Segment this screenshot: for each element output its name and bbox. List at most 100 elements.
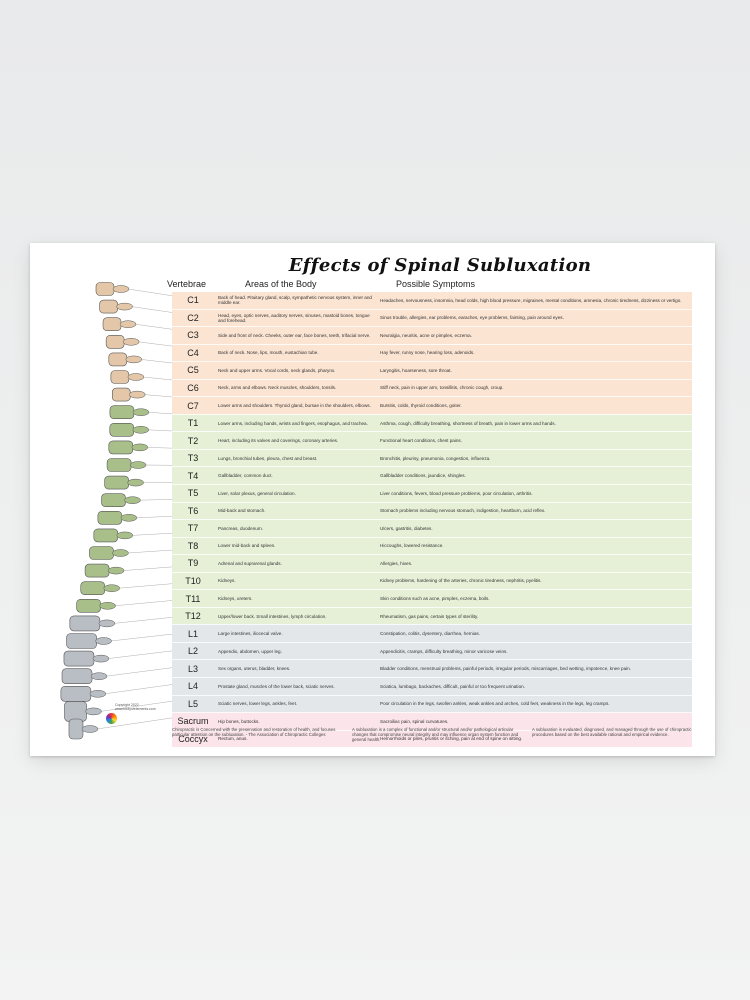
symptoms-cell: Appendicitis, cramps, difficulty breathi… (380, 648, 508, 654)
vertebra-label: L2 (187, 646, 198, 657)
vertebra-bone (60, 685, 92, 702)
vertebra-bone (84, 563, 110, 578)
vertebra-label: T2 (187, 435, 199, 446)
body-area-cell: Adrenal and suprarenal glands. (218, 560, 282, 566)
body-area-cell: Pancreas, duodenum. (218, 525, 263, 531)
vertebra-bone (101, 493, 126, 507)
table-row: T12 Upper/lower back. Small intestines, l… (172, 606, 692, 625)
spinous-process (119, 320, 137, 328)
vertebra-bone (106, 458, 132, 472)
symptoms-cell: Sinus trouble, allergies, ear problems, … (380, 315, 564, 321)
spinous-process (116, 531, 134, 540)
vertebra-bone (80, 581, 106, 596)
table-row: C5 Neck and upper arms. Vocal cords, neck… (172, 361, 692, 379)
spinous-process (112, 285, 130, 293)
symptoms-cell: Bladder conditions, menstrual problems, … (380, 666, 632, 672)
vertebra-bone (93, 528, 119, 543)
vertebra-bone (109, 405, 135, 419)
vertebra-label: C1 (187, 295, 199, 306)
vertebra-bone (110, 370, 130, 384)
symptoms-cell: Hay fever, runny nose, hearing loss, ade… (380, 350, 475, 356)
spinous-process (81, 725, 99, 733)
vertebra-label: T9 (187, 558, 199, 569)
symptoms-cell: Neuralgia, neuritis, acne or pimples, ec… (380, 332, 472, 338)
header-symptoms: Possible Symptoms (396, 279, 476, 289)
spinous-process (107, 566, 125, 575)
body-area-cell: Prostate gland, muscles of the lower bac… (218, 683, 335, 689)
vertebra-label: T11 (185, 593, 201, 604)
spinous-process (116, 302, 133, 311)
symptoms-cell: Hemorrhoids or piles, pruritis or itchin… (380, 736, 523, 742)
spinous-process (125, 355, 143, 364)
spinous-process (90, 672, 108, 680)
poster-title: Effects of Spinal Subluxation (288, 255, 592, 276)
body-area-cell: Neck, arms and elbows. Neck muscles, sho… (218, 385, 337, 391)
vertebra-label: T3 (187, 453, 199, 464)
header-areas: Areas of the Body (245, 279, 317, 289)
body-area-cell: Sciatic nerves, lower legs, ankles, feet… (218, 701, 298, 707)
body-area-cell: Lower arms, including hands, wrists and … (218, 420, 368, 426)
vertebra-label: C5 (187, 365, 199, 376)
spinous-process (127, 478, 144, 487)
symptoms-cell: Stomach problems including nervous stoma… (380, 508, 546, 514)
vertebra-bone (108, 352, 128, 367)
vertebra-label: L4 (187, 681, 198, 692)
table-row: L5 Sciatic nerves, lower legs, ankles, fe… (172, 694, 692, 713)
table-row: L4 Prostate gland, muscles of the lower b… (172, 677, 692, 695)
body-area-cell: Back of head. Pituitary gland, scalp, sy… (218, 295, 372, 306)
spinous-process (124, 496, 141, 504)
vertebra-bone (63, 650, 95, 667)
spinous-process (98, 619, 116, 628)
vertebra-label: C7 (187, 400, 199, 411)
body-area-cell: Lower mid-back and spleen. (218, 543, 276, 549)
symptoms-cell: Kidney problems, hardening of the arteri… (380, 578, 542, 584)
vertebra-bone (69, 615, 101, 632)
symptoms-cell: Rheumatism, gas pains, certain types of … (380, 613, 479, 619)
vertebra-bone (64, 701, 87, 722)
body-area-cell: Lower arms and shoulders. Thyroid gland,… (218, 402, 371, 408)
vertebra-label: T4 (187, 470, 199, 481)
vertebra-bone (95, 282, 115, 296)
vertebra-bone (68, 718, 84, 740)
symptoms-cell: Allergies, hives. (380, 560, 413, 566)
body-area-cell: Appendix, abdomen, upper leg. (218, 648, 282, 654)
vertebra-label: T5 (187, 488, 199, 499)
spinous-process (89, 690, 107, 698)
vertebra-label: T12 (185, 611, 201, 622)
symptoms-cell: Asthma, cough, difficulty breathing, sho… (380, 420, 556, 426)
symptoms-cell: Poor circulation in the legs, swollen an… (380, 701, 610, 707)
vertebra-bone (66, 633, 97, 649)
vertebra-bone (76, 598, 101, 613)
spinous-process (95, 637, 112, 645)
vertebra-label: L5 (187, 698, 198, 709)
spine-illustration (60, 282, 200, 740)
symptoms-cell: Bronchitis, pleurisy, pneumonia, congest… (380, 455, 491, 461)
body-area-cell: Sex organs, uterus, bladder, knees. (218, 666, 291, 672)
spinous-process (129, 461, 147, 469)
body-area-cell: Mid-back and stomach. (218, 508, 266, 514)
vertebra-bone (108, 440, 134, 455)
body-area-cell: Back of neck. Nose, lips, mouth, eustach… (218, 350, 319, 356)
vertebra-label: T8 (187, 540, 199, 551)
vertebra-bone (102, 317, 122, 332)
vertebra-bone (99, 299, 118, 314)
body-area-cell: Lungs, bronchial tubes, pleura, chest an… (218, 455, 318, 461)
symptoms-cell: Sacroiliac pain, spinal curvatures. (380, 718, 449, 724)
body-area-cell: Kidneys, ureters. (218, 595, 253, 601)
spinous-process (132, 426, 150, 434)
footer-note-2: A subluxation is a complex of functional… (352, 727, 519, 742)
body-area-cell: Upper/lower back. Small intestines, lymp… (218, 613, 327, 619)
symptoms-cell: Skin conditions such as acne, pimples, e… (380, 595, 490, 601)
spinous-process (127, 373, 145, 381)
body-area-cell: Neck and upper arms. Vocal cords, neck g… (218, 367, 336, 373)
vertebra-label: Coccyx (178, 733, 208, 744)
